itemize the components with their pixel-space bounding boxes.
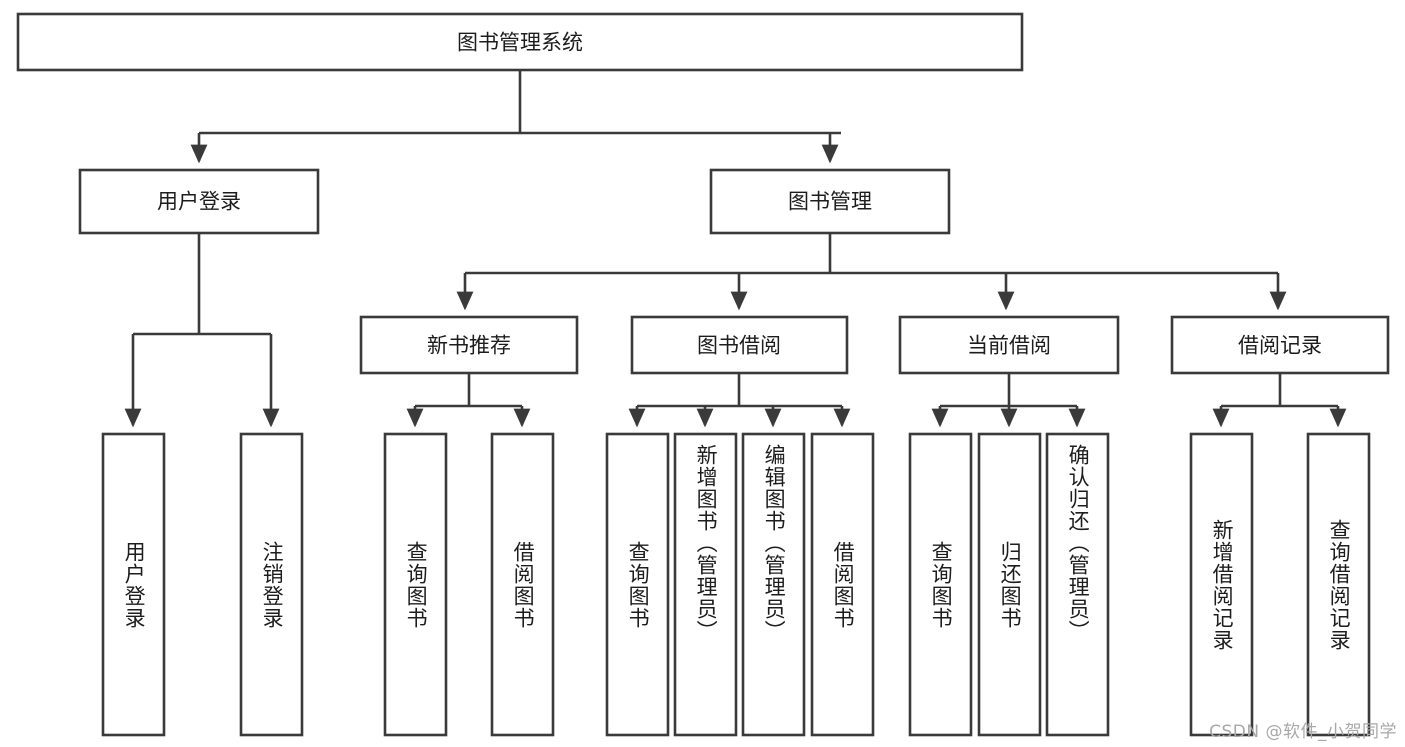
node-root[interactable] [16,12,1024,72]
node-user-login[interactable] [78,168,320,235]
node-current-borrow[interactable] [898,315,1120,375]
node-user-login-label: 用户登录 [157,191,241,214]
leaf-book-borrow-1[interactable] [673,432,738,737]
csdn-watermark: CSDN @软件_小贺同学 [1209,722,1397,742]
leaf-book-borrow-0[interactable] [605,432,670,737]
node-new-book-recommend[interactable] [359,315,579,375]
node-new-book-recommend-label: 新书推荐 [427,335,511,358]
leaf-user-login-1[interactable] [239,432,304,737]
node-book-manage[interactable] [709,168,951,235]
node-book-borrow-label: 图书借阅 [697,335,781,358]
leaf-user-login-0[interactable] [101,432,166,737]
node-book-manage-label: 图书管理 [788,191,872,214]
leaf-book-borrow-3[interactable] [810,432,875,737]
node-root-label: 图书管理系统 [457,32,583,55]
node-book-borrow[interactable] [630,315,849,375]
leaf-current-borrow-1[interactable] [977,432,1042,737]
leaf-new-book-0[interactable] [383,432,448,737]
leaf-borrow-record-1[interactable] [1306,432,1371,737]
node-borrow-record-label: 借阅记录 [1238,335,1322,358]
leaf-book-borrow-2[interactable] [741,432,806,737]
node-current-borrow-label: 当前借阅 [967,335,1051,358]
leaf-current-borrow-2[interactable] [1045,432,1110,737]
leaf-borrow-record-0[interactable] [1189,432,1254,737]
leaf-new-book-1[interactable] [490,432,555,737]
leaf-current-borrow-0[interactable] [908,432,973,737]
node-borrow-record[interactable] [1170,315,1390,375]
